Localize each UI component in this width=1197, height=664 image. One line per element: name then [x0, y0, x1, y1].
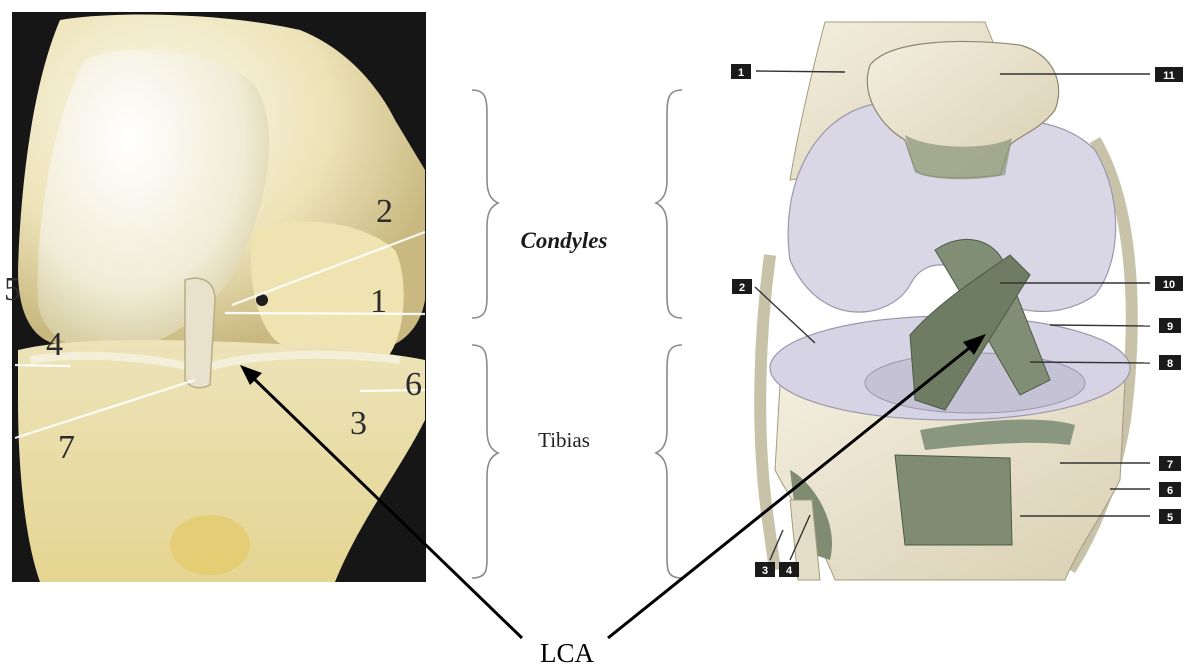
brace-group — [472, 90, 682, 578]
drawing-label-6: 6 — [1167, 485, 1173, 497]
knee-photo: 1 2 3 4 5 6 7 — [4, 12, 426, 582]
photo-label-2: 2 — [376, 193, 393, 230]
photo-label-4: 4 — [46, 326, 63, 363]
drawing-label-7: 7 — [1167, 459, 1173, 471]
drawing-label-2: 2 — [739, 282, 745, 294]
knee-drawing: 1 2 3 4 5 6 7 8 9 10 11 — [731, 22, 1183, 580]
tibias-brace-left — [472, 345, 498, 578]
drawing-label-4: 4 — [786, 565, 793, 577]
drawing-label-11: 11 — [1163, 70, 1175, 82]
tibias-label: Tibias — [538, 428, 590, 452]
drawing-label-10: 10 — [1163, 279, 1175, 291]
lca-label: LCA — [540, 638, 595, 664]
drawing-label-8: 8 — [1167, 358, 1173, 370]
photo-ligament — [185, 278, 215, 388]
condyles-label: Condyles — [521, 228, 608, 253]
photo-label-6: 6 — [405, 366, 422, 403]
photo-label-7: 7 — [58, 429, 75, 466]
drawing-label-9: 9 — [1167, 321, 1173, 333]
photo-label-3: 3 — [350, 405, 367, 442]
drawing-label-1: 1 — [738, 67, 744, 79]
photo-label-1: 1 — [370, 283, 387, 320]
drawing-label-5: 5 — [1167, 512, 1173, 524]
tibias-brace-right — [656, 345, 682, 578]
drawing-label-3: 3 — [762, 565, 768, 577]
photo-label-5: 5 — [4, 271, 21, 308]
condyles-brace-right — [656, 90, 682, 318]
drawing-tendon — [895, 455, 1012, 545]
condyles-brace-left — [472, 90, 498, 318]
